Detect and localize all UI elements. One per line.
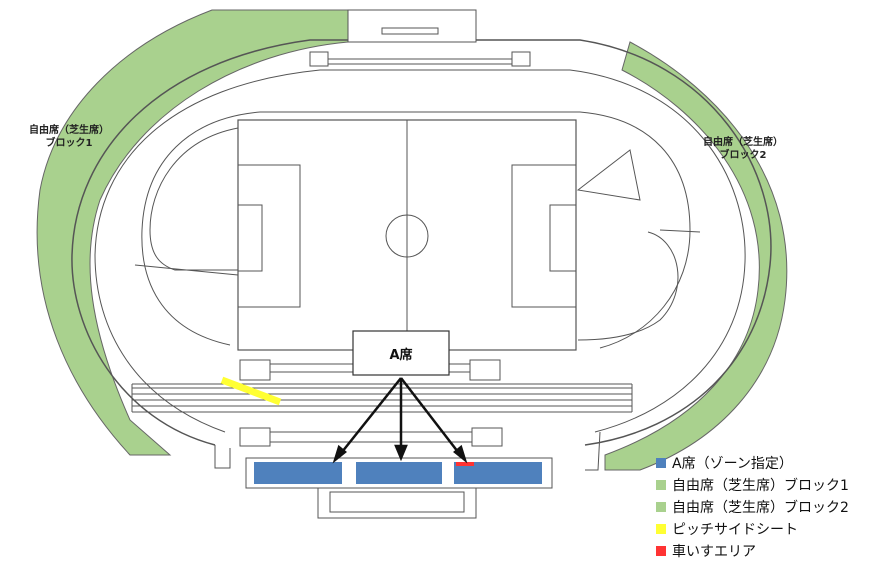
- wheelchair-area[interactable]: [456, 462, 474, 466]
- pitch: [237, 119, 577, 351]
- track-inner: [141, 111, 691, 349]
- legend-swatch: [656, 480, 666, 490]
- top-stand: [347, 9, 477, 43]
- legend-item-block-2: 自由席（芝生席）ブロック2: [656, 496, 849, 518]
- legend-item-block-1: 自由席（芝生席）ブロック1: [656, 474, 849, 496]
- block-2-label: 自由席（芝生席） ブロック2: [688, 136, 798, 162]
- legend-label: A席（ゾーン指定）: [672, 456, 793, 472]
- block-1-label-line1: 自由席（芝生席）: [29, 125, 109, 136]
- inner-ring: [94, 69, 746, 433]
- legend-label: 自由席（芝生席）ブロック2: [672, 500, 849, 516]
- legend-item-a-seat: A席（ゾーン指定）: [656, 452, 849, 474]
- a-seat-zone-left[interactable]: [254, 462, 342, 484]
- legend-swatch: [656, 458, 666, 468]
- block-1-label: 自由席（芝生席） ブロック1: [14, 124, 124, 150]
- block-2-label-line2: ブロック2: [719, 150, 767, 161]
- block-1-label-line2: ブロック1: [45, 138, 93, 149]
- grass-block-1[interactable]: [36, 9, 349, 456]
- legend-swatch: [656, 546, 666, 556]
- legend-item-wheelchair: 車いすエリア: [656, 540, 849, 562]
- legend-item-pitch-side: ピッチサイドシート: [656, 518, 849, 540]
- grass-block-2[interactable]: [604, 41, 788, 471]
- legend-swatch: [656, 524, 666, 534]
- pitch-side-seat[interactable]: [220, 376, 282, 406]
- a-seat-label: A席: [389, 347, 413, 363]
- legend: A席（ゾーン指定） 自由席（芝生席）ブロック1 自由席（芝生席）ブロック2 ピッ…: [656, 452, 849, 562]
- a-seat-arrows: [332, 377, 468, 464]
- legend-label: ピッチサイドシート: [672, 522, 798, 538]
- a-seat-box: [352, 330, 450, 376]
- legend-label: 自由席（芝生席）ブロック1: [672, 478, 849, 494]
- block-2-label-line1: 自由席（芝生席）: [703, 137, 783, 148]
- legend-label: 車いすエリア: [672, 544, 756, 560]
- a-seat-zone-center[interactable]: [356, 462, 442, 484]
- a-seat-zone-right[interactable]: [454, 462, 542, 484]
- legend-swatch: [656, 502, 666, 512]
